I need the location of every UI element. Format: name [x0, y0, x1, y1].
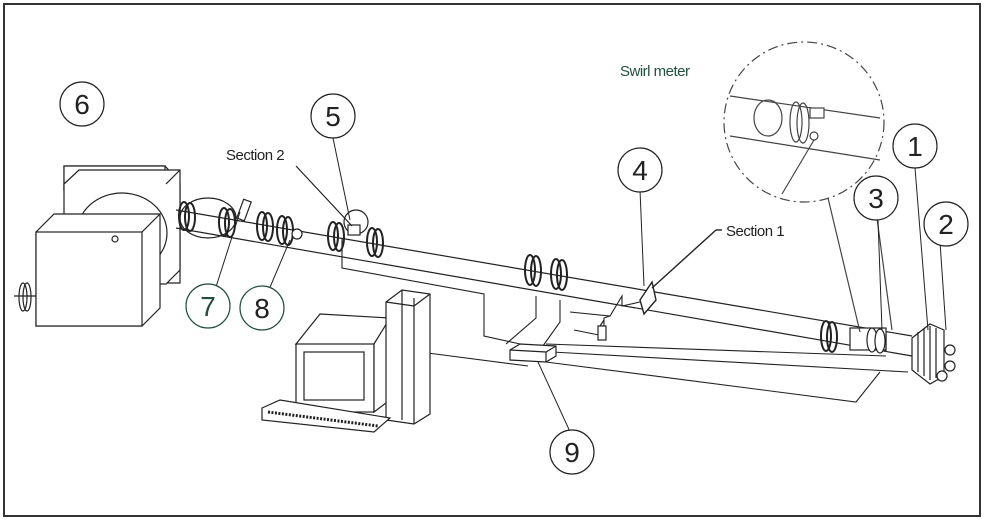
callout-3: 3 [853, 175, 899, 221]
callout-1: 1 [892, 123, 938, 169]
callout-4: 4 [617, 147, 663, 193]
svg-text:9: 9 [564, 437, 580, 468]
inlet-flange [14, 282, 36, 312]
svg-text:7: 7 [200, 291, 216, 322]
swirl-meter-label: Swirl meter [620, 63, 690, 80]
component-7-8-parts [236, 198, 303, 240]
svg-text:3: 3 [868, 183, 884, 214]
callout-5: 5 [310, 93, 356, 139]
section1-plane [639, 229, 722, 316]
signal-wiring [341, 238, 909, 403]
callout-7: 7 [185, 283, 231, 329]
daq-box [509, 343, 557, 363]
pipe-flanges [178, 201, 838, 353]
callout-leaders [214, 137, 947, 437]
keyboard [261, 399, 392, 433]
svg-text:8: 8 [254, 293, 270, 324]
section1-label: Section 1 [726, 223, 784, 240]
svg-text:5: 5 [325, 101, 341, 132]
inlet-end-assembly [911, 323, 956, 385]
svg-text:1: 1 [907, 131, 923, 162]
callout-6: 6 [59, 81, 105, 127]
callout-9: 9 [549, 429, 595, 475]
callout-2: 2 [923, 201, 969, 247]
svg-text:6: 6 [74, 89, 90, 120]
section2-probe [295, 165, 361, 236]
svg-text:2: 2 [938, 209, 954, 240]
swirl-meter-section [849, 327, 887, 354]
pressure-transducer [597, 319, 607, 341]
blower-unit [35, 165, 181, 327]
svg-text:4: 4 [632, 155, 648, 186]
section2-label: Section 2 [226, 147, 284, 164]
callout-8: 8 [239, 285, 285, 331]
